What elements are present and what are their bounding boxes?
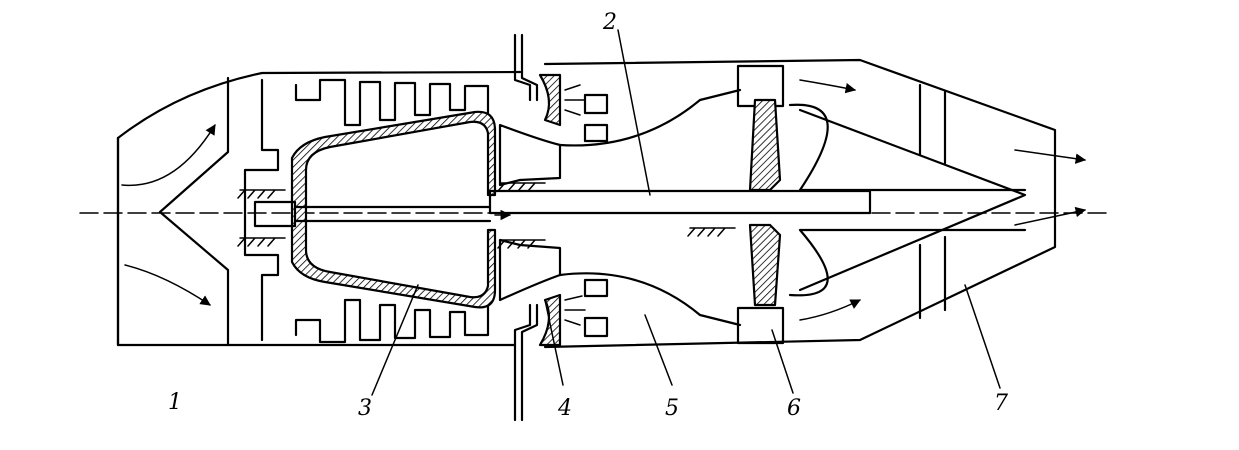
combustion-zone: [558, 88, 742, 338]
combustion-chamber: [290, 110, 497, 309]
bearings: [237, 182, 736, 249]
turbine: [736, 64, 1027, 345]
callout-label-6: 6: [787, 396, 801, 421]
callout-label-2: 2: [603, 10, 617, 35]
callout-label-4: 4: [558, 396, 572, 421]
diffuser-comb: [243, 78, 490, 344]
callout-label-7: 7: [994, 391, 1008, 416]
intake-section: [121, 76, 230, 347]
callout-label-3: 3: [358, 396, 372, 421]
compressor-wheel: [498, 123, 562, 302]
exhaust-nozzle: [798, 83, 1027, 320]
shaft: [253, 189, 872, 228]
flow-arrows: [494, 79, 1087, 321]
fuel-system: [513, 33, 586, 422]
callout-label-5: 5: [665, 396, 679, 421]
leader-lines: [371, 29, 1001, 396]
outer-casing: [116, 58, 1057, 349]
callout-label-1: 1: [168, 390, 182, 415]
